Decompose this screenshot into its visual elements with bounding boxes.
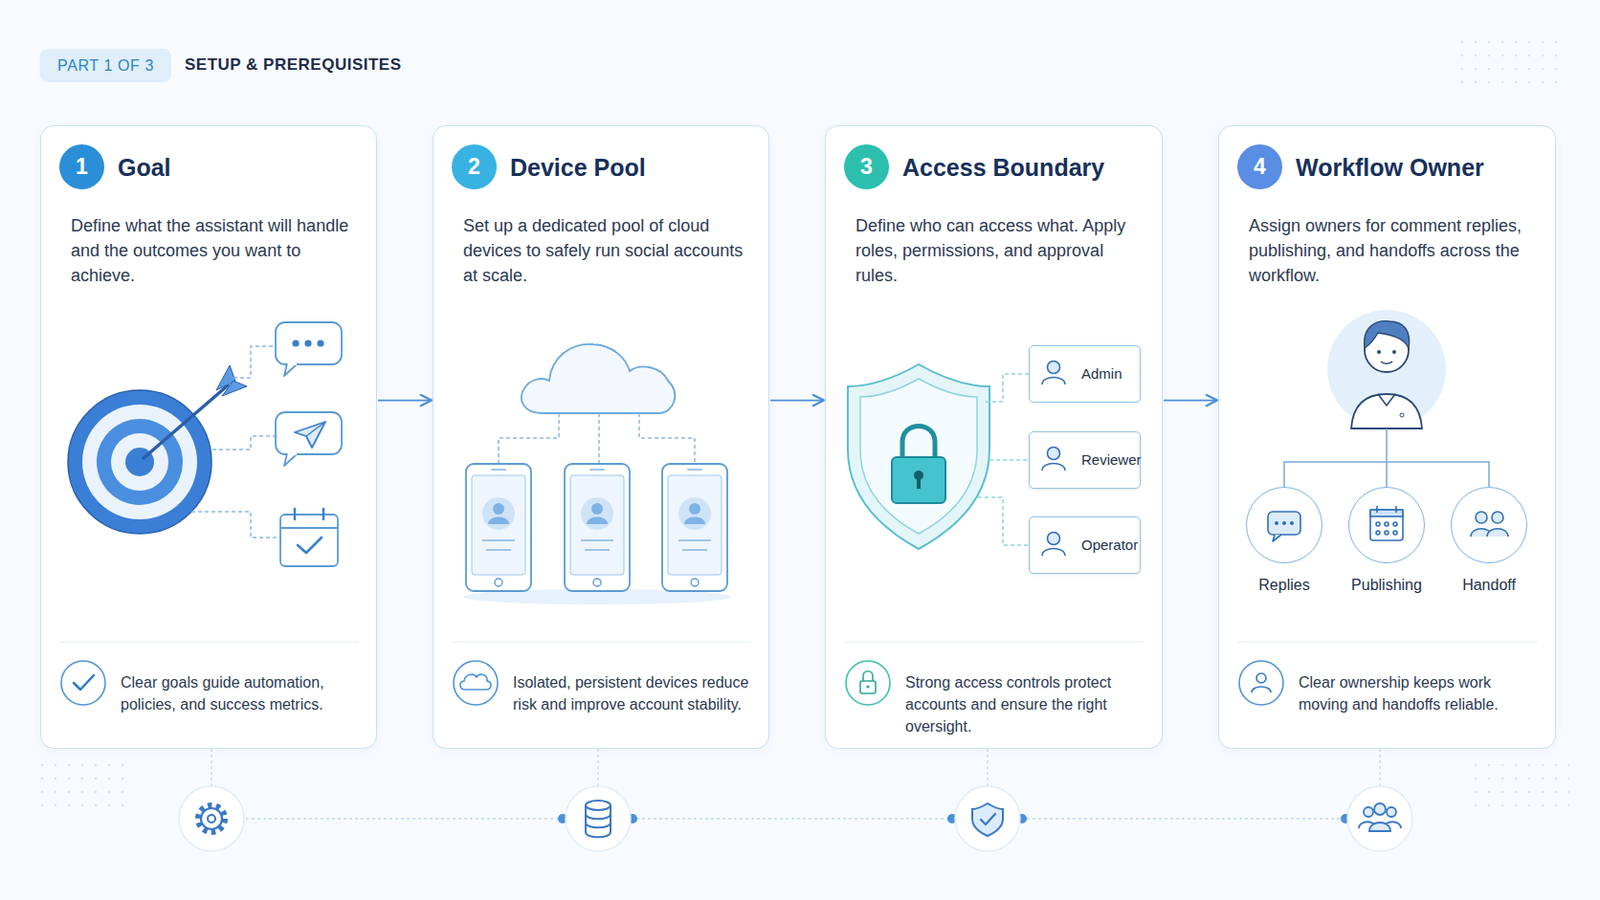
people-icon — [1358, 822, 1377, 829]
badge-text: PART 1 OF 3 — [40, 48, 172, 83]
card-note: Clear ownership keeps work moving and ha… — [1298, 671, 1540, 716]
step-number: 2 — [451, 144, 497, 190]
task-label: Handoff — [1436, 575, 1542, 597]
people-icon — [1374, 803, 1386, 816]
step-number: 1 — [59, 144, 105, 190]
timeline-badge — [565, 786, 631, 852]
card-note: Strong access controls protect accounts … — [905, 671, 1147, 738]
task-label: Replies — [1231, 575, 1337, 597]
card-body: Define what the assistant will handle an… — [70, 213, 363, 289]
task-circle: Publishing — [1333, 487, 1440, 598]
timeline-line — [1378, 749, 1380, 787]
dot-grid — [1464, 760, 1570, 814]
timeline-line — [211, 749, 1380, 820]
step-card: Access BoundaryDefine who can access wha… — [824, 125, 1163, 750]
card-heading: Goal — [117, 153, 172, 182]
shield-check-icon — [980, 814, 996, 825]
shield-check-icon — [972, 803, 1003, 837]
role-label: Operator — [1081, 517, 1138, 573]
card-body: Assign owners for comment replies, publi… — [1248, 213, 1541, 289]
step-card: Workflow OwnerAssign owners for comment … — [1218, 125, 1556, 750]
timeline-line — [597, 749, 599, 787]
flow-arrow — [377, 400, 432, 402]
gear-icon — [198, 805, 225, 833]
timeline-dot — [1017, 814, 1027, 824]
timeline-line — [211, 818, 1380, 820]
task-ring — [1348, 487, 1425, 564]
database-icon — [585, 822, 611, 828]
role-box: Reviewer — [1028, 431, 1141, 489]
dot-grid — [1459, 38, 1565, 91]
task-circle: Replies — [1231, 487, 1337, 598]
role-label: Admin — [1081, 346, 1123, 401]
role-label: Reviewer — [1081, 432, 1142, 488]
flow-arrow — [770, 400, 824, 402]
role-box: Operator — [1028, 516, 1141, 575]
card-body: Define who can access what. Apply roles,… — [855, 213, 1148, 289]
timeline-dot — [557, 814, 1351, 824]
step-number-text: 3 — [844, 144, 889, 190]
step-number: 3 — [844, 144, 889, 190]
people-icon — [1358, 803, 1401, 832]
task-ring — [1450, 487, 1528, 564]
card-heading: Workflow Owner — [1295, 153, 1485, 182]
role-box: Admin — [1028, 345, 1141, 403]
part-badge: PART 1 OF 3 — [40, 48, 172, 83]
step-number-text: 2 — [451, 144, 497, 190]
dot-grid — [38, 760, 134, 814]
card-note: Isolated, persistent devices reduce risk… — [512, 671, 755, 716]
database-icon — [585, 800, 611, 811]
timeline-badge — [178, 786, 245, 852]
database-icon — [585, 805, 611, 838]
timeline-line — [986, 749, 988, 787]
card-heading: Access Boundary — [902, 153, 1105, 182]
task-ring — [1245, 487, 1323, 564]
step-number-text: 4 — [1237, 144, 1283, 190]
people-icon — [1369, 822, 1391, 832]
step-card: Device PoolSet up a dedicated pool of cl… — [432, 125, 770, 750]
people-icon — [1386, 807, 1397, 818]
timeline-badge — [955, 786, 1021, 852]
dot-grid — [38, 38, 1570, 814]
timeline-badge — [1347, 786, 1413, 852]
people-icon — [1383, 822, 1401, 829]
card-note: Clear goals guide automation, policies, … — [120, 671, 362, 716]
database-icon — [585, 800, 611, 838]
database-icon — [585, 814, 611, 820]
task-label: Publishing — [1333, 575, 1440, 597]
task-circle: Handoff — [1436, 487, 1542, 598]
shield-check-icon — [972, 803, 1003, 837]
step-number: 4 — [1237, 144, 1283, 190]
timeline-dot — [1340, 814, 1351, 824]
timeline-line — [210, 749, 212, 787]
gear-icon — [200, 808, 223, 830]
gear-icon — [207, 815, 216, 823]
timeline-dot — [627, 814, 638, 824]
step-number-text: 1 — [59, 144, 105, 190]
timeline-dot — [557, 814, 568, 824]
gear-icon — [198, 805, 225, 833]
timeline-badge — [178, 786, 1413, 852]
flow-arrow — [1163, 400, 1218, 402]
step-card: GoalDefine what the assistant will handl… — [40, 125, 378, 750]
people-icon — [1363, 807, 1374, 818]
card-body: Set up a dedicated pool of cloud devices… — [463, 213, 756, 289]
card-heading: Device Pool — [510, 153, 646, 182]
timeline-dot — [947, 814, 957, 824]
page-title: SETUP & PREREQUISITES — [184, 54, 402, 76]
